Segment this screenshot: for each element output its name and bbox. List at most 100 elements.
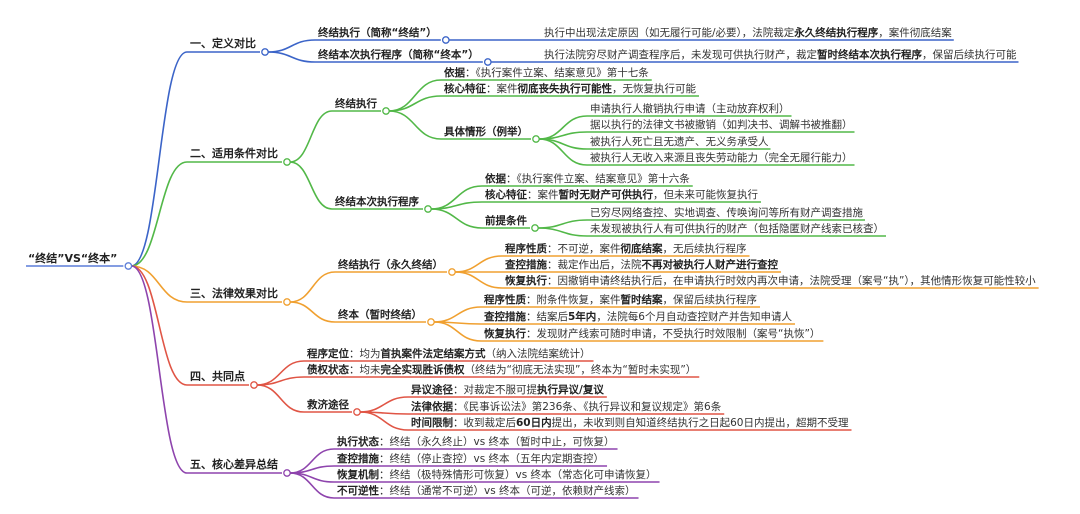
effect-detail-2-3: 恢复执行：发现财产线索可随时申请，不受执行时效限制（案号“执恢”） [484, 327, 820, 340]
definition-note-1: 执行中出现法定原因（如无履行可能/必要），法院裁定永久终结执行程序，案件彻底结案 [544, 26, 952, 39]
expand-knob[interactable] [441, 36, 450, 44]
text-run: 提出，未收到则自知道终结执行之日起60日内提出，超期不受理 [552, 416, 849, 429]
section-4-label: 四、共同点 [190, 369, 245, 383]
text-run: 5年内 [568, 310, 596, 323]
text-run: 不可逆性 [337, 484, 379, 497]
text-run: 程序性质 [484, 293, 526, 306]
common-item-2: 债权状态：均未完全实现胜诉债权（终结为“彻底无法实现”，终本为“暂时未实现”） [307, 363, 696, 376]
text-run: 首执案件法定结案方式 [381, 347, 486, 360]
expand-knob[interactable] [283, 298, 291, 306]
expand-knob[interactable] [427, 318, 435, 326]
text-run: 彻底丧失执行可能性 [517, 82, 613, 95]
text-run: ，但未来可能恢复执行 [653, 188, 758, 201]
text-run: 暂时终结本次执行程序 [817, 48, 922, 61]
expand-knob[interactable] [382, 107, 390, 115]
text-run: 依据 [444, 66, 465, 79]
connector-line [430, 201, 483, 210]
connector-line [267, 39, 316, 53]
text-run: ：对裁定不服可提 [453, 383, 537, 396]
text-run: 法律依据 [411, 400, 453, 413]
expand-knob[interactable] [283, 158, 291, 166]
text-run: 60日内 [516, 416, 552, 429]
text-run: ：终结（极特殊情形可恢复）vs 终本（常态化可申请恢复） [379, 468, 657, 481]
connector-line [267, 51, 316, 63]
effect-branch-1: 终结执行（永久终结） [338, 258, 443, 271]
text-run: ：案件 [486, 82, 518, 95]
connector-line [131, 51, 188, 267]
connector-line [538, 131, 588, 140]
effect-detail-1-2: 查控措施：裁定作出后，法院不再对被执行人财产进行查控 [504, 258, 778, 271]
text-run: 执行状态 [337, 435, 379, 448]
connector-line [131, 161, 188, 267]
root-node: “终结”VS“终本” [28, 251, 117, 265]
text-run: ：《执行案件立案、结案意见》第十七条 [465, 66, 649, 79]
text-run: 救济途径 [307, 398, 349, 411]
text-run: 暂时结案 [621, 293, 663, 306]
effect-detail-2-2: 查控措施：结案后5年内，法院每6个月自动查控财产并告知申请人 [483, 310, 792, 323]
condition-detail-2-2: 核心特征：案件暂时无财产可供执行，但未来可能恢复执行 [485, 188, 758, 201]
connector-line [359, 411, 409, 431]
text-run: ：因撤销申请终结执行后，在申请执行时效内再次申请，法院受理（案号“执”），其他情… [547, 274, 1036, 287]
text-run: 执行中出现法定原因（如无履行可能/必要），法院裁定 [544, 26, 795, 39]
connector-line [537, 219, 588, 229]
expand-knob[interactable] [283, 469, 291, 477]
connector-line [388, 110, 442, 140]
difference-item-2: 查控措施：终结（停止查控）vs 终本（五年内定期查控） [336, 452, 604, 465]
condition-branch-1: 终结执行 [335, 97, 377, 110]
text-run: 依据 [485, 172, 506, 185]
remedy-detail-1: 异议途径：对裁定不服可提执行异议/复议 [411, 383, 604, 396]
definition-note-2: 执行法院穷尽财产调查程序后，未发现可供执行财产，裁定暂时终结本次执行程序，保留后… [544, 48, 1017, 61]
condition-detail-2-1: 依据：《执行案件立案、结案意见》第十六条 [485, 172, 690, 185]
definition-item-1: 终结执行（简称“终结”） [318, 26, 437, 39]
text-run: ：发现财产线索可随时申请，不受执行时效限制（案号“执恢”） [526, 327, 820, 340]
remedy-detail-2: 法律依据：《民事诉讼法》第236条、《执行异议和复议规定》第6条 [411, 400, 722, 413]
condition-detail-2-3: 前提条件 [485, 214, 527, 227]
connector-line [289, 271, 336, 303]
expand-knob[interactable] [532, 135, 540, 143]
effect-detail-1-1: 程序性质：不可逆，案件彻底结案，无后续执行程序 [505, 242, 747, 255]
expand-knob[interactable] [353, 408, 361, 416]
expand-knob[interactable] [531, 224, 539, 232]
section-1-label: 一、定义对比 [190, 36, 256, 50]
expand-knob[interactable] [124, 262, 133, 270]
text-run: 查控措施 [483, 310, 526, 323]
text-run: 核心特征 [444, 82, 486, 95]
text-run: ：案件 [527, 188, 559, 201]
connector-line [289, 472, 335, 499]
section-2-label: 二、适用条件对比 [190, 146, 278, 160]
condition-detail-1-1: 依据：《执行案件立案、结案意见》第十七条 [444, 66, 649, 79]
text-run: （纳入法院结案统计） [486, 347, 591, 360]
text-run: 前提条件 [485, 214, 527, 227]
text-run: ：《执行案件立案、结案意见》第十六条 [506, 172, 690, 185]
expand-knob[interactable] [250, 381, 258, 389]
expand-knob[interactable] [261, 48, 269, 56]
text-run: 时间限制 [411, 416, 453, 429]
text-run: 不再对被执行人财产进行查控 [642, 258, 779, 271]
text-run: ：附条件恢复，案件 [526, 293, 621, 306]
effect-detail-2-1: 程序性质：附条件恢复，案件暂时结案，保留后续执行程序 [484, 293, 757, 306]
text-run: 永久终结执行程序 [793, 26, 878, 39]
text-run: 恢复执行 [505, 274, 547, 287]
condition-case-2-1: 已穷尽网络查控、实地调查、传唤询问等所有财产调查措施 [590, 206, 863, 219]
text-run: ：裁定作出后，法院 [547, 258, 642, 271]
connector-line [454, 271, 503, 289]
text-run: ：终结（通常不可逆）vs 终本（可逆，依赖财产线索） [379, 484, 636, 497]
connector-line [538, 138, 588, 166]
difference-item-4: 不可逆性：终结（通常不可逆）vs 终本（可逆，依赖财产线索） [337, 484, 636, 497]
common-item-1: 程序定位：均为首执案件法定结案方式（纳入法院结案统计） [307, 347, 591, 360]
text-run: 执行异议/复议 [537, 383, 604, 396]
difference-item-1: 执行状态：终结（永久终止）vs 终本（暂时中止，可恢复） [337, 435, 615, 448]
connector-line [289, 301, 336, 323]
connector-line [537, 227, 588, 237]
text-run: ：终结（永久终止）vs 终本（暂时中止，可恢复） [379, 435, 615, 448]
connector-line [433, 306, 482, 323]
condition-case-1-2: 据以执行的法律文书被撤销（如判决书、调解书被推翻） [590, 118, 853, 131]
expand-knob[interactable] [424, 205, 432, 213]
expand-knob[interactable] [483, 58, 492, 66]
text-run: 具体情形（例举） [443, 125, 528, 138]
expand-knob[interactable] [448, 268, 456, 276]
text-run: 查控措施 [504, 258, 547, 271]
text-run: 债权状态 [307, 363, 349, 376]
text-run: 程序定位 [307, 347, 349, 360]
condition-case-2-2: 未发现被执行人有可供执行的财产（包括隐匿财产线索已核查） [590, 222, 884, 235]
